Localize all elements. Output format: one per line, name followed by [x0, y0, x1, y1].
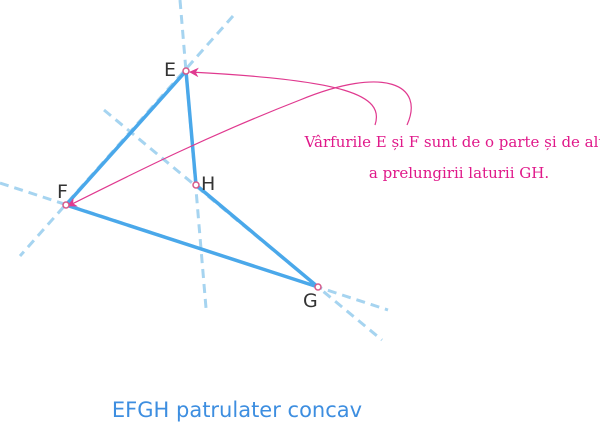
vertex-point-g [314, 283, 322, 291]
vertex-label-e: E [164, 59, 176, 81]
annotation-line-1: Vârfurile E și F sunt de o parte și de a… [304, 133, 600, 151]
vertex-point-e [182, 67, 190, 75]
annotation-line-2: a prelungirii laturii GH. [369, 164, 549, 182]
vertex-point-h [192, 181, 200, 189]
vertex-point-f [62, 201, 70, 209]
arrow-to-f [67, 81, 412, 207]
vertex-label-f: F [57, 181, 68, 203]
vertex-label-g: G [303, 290, 318, 312]
arrow-to-e [189, 67, 377, 126]
quadrilateral-efgh [64, 69, 320, 289]
diagram-caption: EFGH patrulater concav [112, 398, 362, 422]
vertex-label-h: H [201, 173, 215, 195]
extension-line-ef [18, 15, 235, 257]
